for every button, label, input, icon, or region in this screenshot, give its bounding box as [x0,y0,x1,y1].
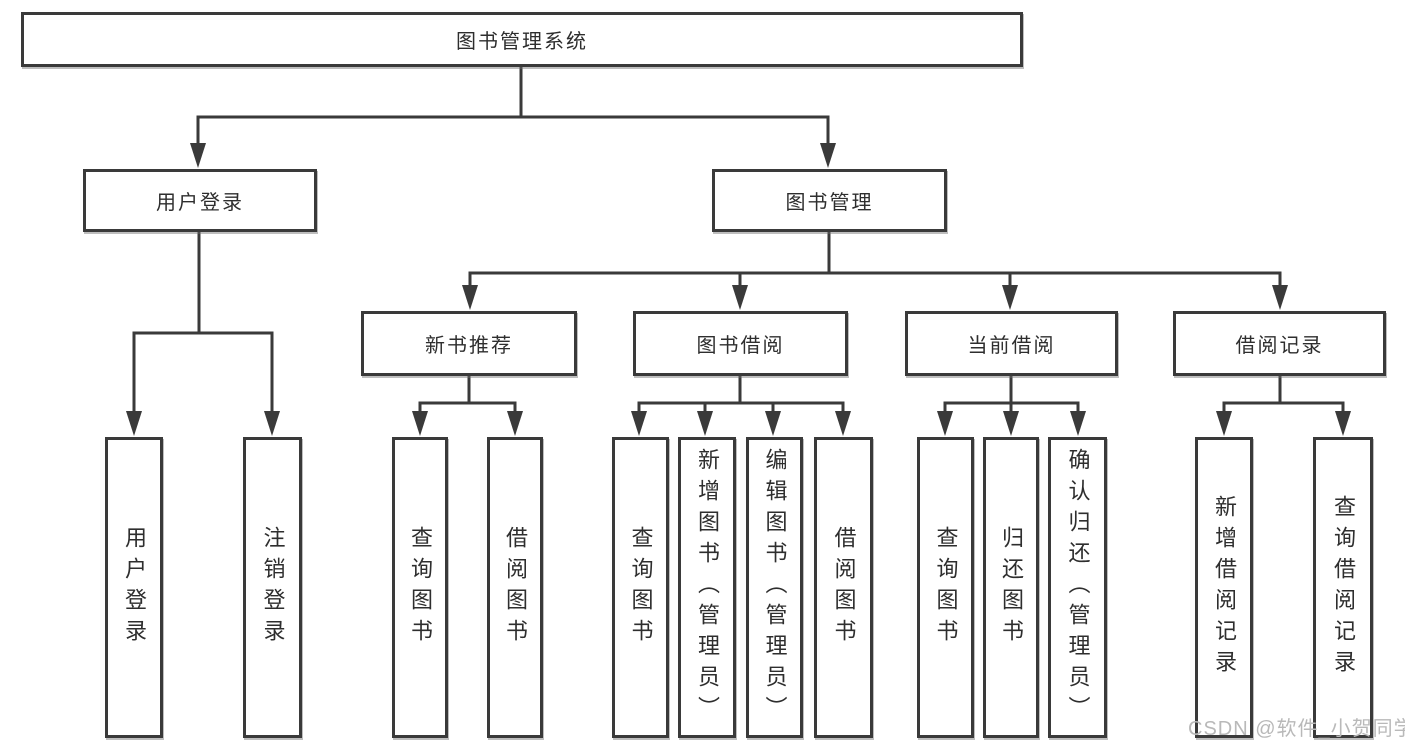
edge-root-to-level2 [196,67,830,160]
arrow-down-icon [835,411,851,436]
edge-borrow-record-children [1222,376,1345,420]
arrow-down-icon [1335,411,1351,436]
node-cb-query: 查询图书 [917,437,974,738]
node-login: 用户登录 [105,437,163,738]
node-br-add-label: 新增借阅记录 [1212,494,1237,681]
watermark: CSDN @软件_小贺同学 [1188,718,1405,740]
node-bb-borrow-label: 借阅图书 [831,525,857,650]
node-bb-edit-label: 编辑图书（管理员） [762,448,788,727]
node-nbr-borrow-label: 借阅图书 [503,525,528,650]
node-br-add: 新增借阅记录 [1195,437,1253,738]
node-book-borrow: 图书借阅 [633,311,848,376]
arrow-down-icon [1003,411,1019,436]
node-nbr-query-label: 查询图书 [408,525,433,650]
edge-new-book-rec-children [418,376,517,420]
arrow-down-icon [1216,411,1232,436]
edge-user-login-children [132,232,274,416]
node-bb-query: 查询图书 [612,437,669,738]
arrow-down-icon [507,411,523,436]
node-nbr-query: 查询图书 [392,437,448,738]
node-br-query-label: 查询借阅记录 [1331,494,1356,681]
node-new-book-rec: 新书推荐 [361,311,577,376]
node-br-query: 查询借阅记录 [1313,437,1373,738]
arrow-down-icon [631,411,647,436]
node-root: 图书管理系统 [21,12,1023,67]
edge-book-mgmt-children [468,232,1282,292]
node-logout-label: 注销登录 [260,525,286,650]
node-book-mgmt: 图书管理 [712,169,947,232]
arrow-down-icon [820,143,836,168]
arrow-down-icon [937,411,953,436]
arrow-down-icon [697,411,713,436]
node-logout: 注销登录 [243,437,302,738]
node-bb-edit: 编辑图书（管理员） [746,437,803,738]
node-cb-return-label: 归还图书 [999,525,1024,650]
node-bb-borrow: 借阅图书 [814,437,873,738]
node-user-login: 用户登录 [83,169,317,232]
node-nbr-borrow: 借阅图书 [487,437,543,738]
node-borrow-record: 借阅记录 [1173,311,1386,376]
arrow-down-icon [190,143,206,168]
node-bb-add: 新增图书（管理员） [678,437,736,738]
node-current-borrow: 当前借阅 [905,311,1118,376]
node-cb-query-label: 查询图书 [933,525,959,650]
arrow-down-icon [264,411,280,436]
arrow-down-icon [412,411,428,436]
edge-book-borrow-children [637,376,845,420]
arrow-down-icon [126,411,142,436]
arrow-down-icon [1272,285,1288,310]
node-bb-query-label: 查询图书 [628,525,654,650]
arrow-down-icon [1002,285,1018,310]
node-login-label: 用户登录 [122,525,147,650]
node-cb-confirm: 确认归还（管理员） [1048,437,1107,738]
node-cb-return: 归还图书 [983,437,1039,738]
arrow-down-icon [765,411,781,436]
arrow-down-icon [462,285,478,310]
arrow-down-icon [1070,411,1086,436]
arrow-down-icon [732,285,748,310]
node-bb-add-label: 新增图书（管理员） [695,448,720,727]
node-cb-confirm-label: 确认归还（管理员） [1065,448,1091,727]
